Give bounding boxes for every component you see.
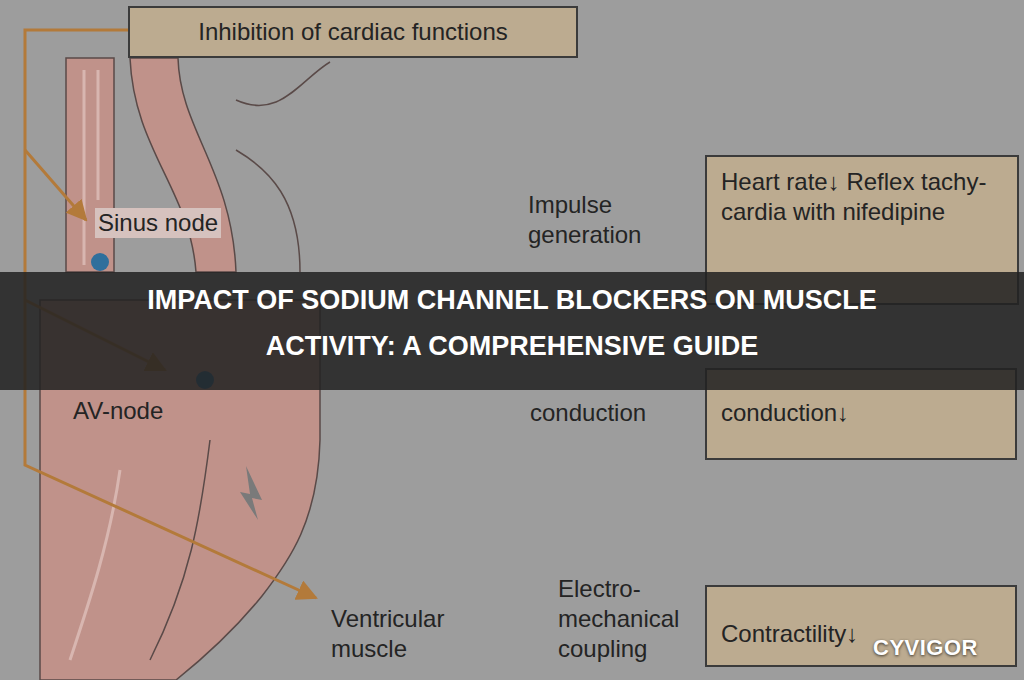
aorta (130, 58, 236, 272)
box-text: Contractility↓ (721, 619, 858, 649)
box-text: Inhibition of cardiac functions (198, 17, 508, 47)
pointer-line (25, 150, 86, 220)
title-band: IMPACT OF SODIUM CHANNEL BLOCKERS ON MUS… (0, 272, 1024, 390)
stage-label: Electro- mechanical coupling (558, 574, 698, 664)
sinus-node-dot (91, 253, 109, 271)
header-box: Inhibition of cardiac functions (128, 6, 578, 58)
vena-cava (66, 58, 114, 272)
part-label: AV-node (70, 396, 166, 426)
part-label: Ventricular muscle (328, 604, 494, 664)
stage-label: Impulse generation (528, 190, 698, 250)
septum (150, 440, 210, 660)
flow-arrow (240, 466, 262, 520)
box-text: conduction↓ (721, 398, 849, 428)
page-title: IMPACT OF SODIUM CHANNEL BLOCKERS ON MUS… (112, 277, 912, 369)
watermark: CYVIGOR (873, 634, 978, 662)
stage-label: conduction (530, 398, 700, 428)
vessel-outline (236, 62, 330, 105)
vessel-outline (236, 150, 300, 272)
part-label: Sinus node (95, 208, 221, 238)
box-text: Heart rate↓ Reflex tachy- cardia with ni… (721, 167, 1003, 227)
